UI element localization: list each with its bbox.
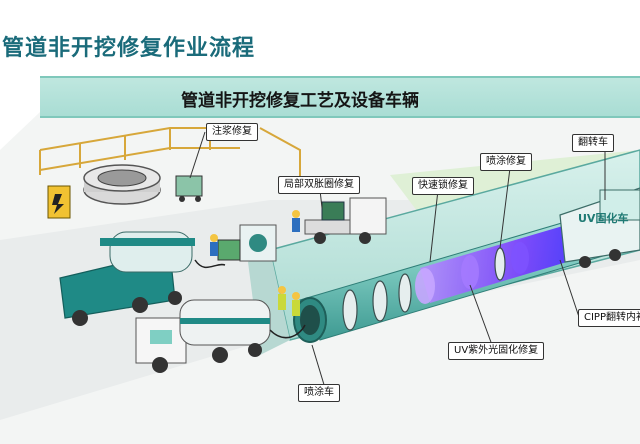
callout-local-double-expansion: 局部双胀圈修复 — [278, 176, 360, 194]
warning-icon — [52, 194, 64, 214]
callout-flip-truck: 翻转车 — [572, 134, 614, 152]
hoses — [194, 259, 306, 339]
pipe-rings — [342, 247, 506, 331]
flatbed-truck — [304, 197, 387, 244]
tanker-truck-teal — [59, 231, 195, 326]
callout-leaders — [189, 131, 606, 389]
electric-box — [47, 185, 71, 219]
truck-label: UV固化车 — [578, 211, 628, 225]
banner-title: 管道非开挖修复工艺及设备车辆 — [181, 91, 419, 111]
banner: 管道非开挖修复工艺及设备车辆 — [40, 76, 640, 118]
callout-uv-cured: UV紫外光固化修复 — [448, 342, 545, 360]
worker-icon — [210, 210, 300, 316]
slide-title: 管道非开挖修复作业流程 — [2, 36, 256, 61]
equipment-cart — [217, 224, 277, 262]
callout-spray-truck: 喷涂车 — [298, 384, 340, 402]
callout-quick-lock: 快速锁修复 — [412, 177, 474, 195]
grouting-machine — [175, 175, 203, 202]
manhole-icon — [83, 164, 161, 205]
spray-truck-white — [135, 299, 271, 373]
uv-curing-truck: UV固化车 — [559, 187, 640, 268]
callout-spray-coating: 喷涂修复 — [480, 153, 532, 171]
callout-grouting: 注浆修复 — [206, 123, 258, 141]
callout-cipp: CIPP翻转内衬 — [578, 309, 640, 327]
